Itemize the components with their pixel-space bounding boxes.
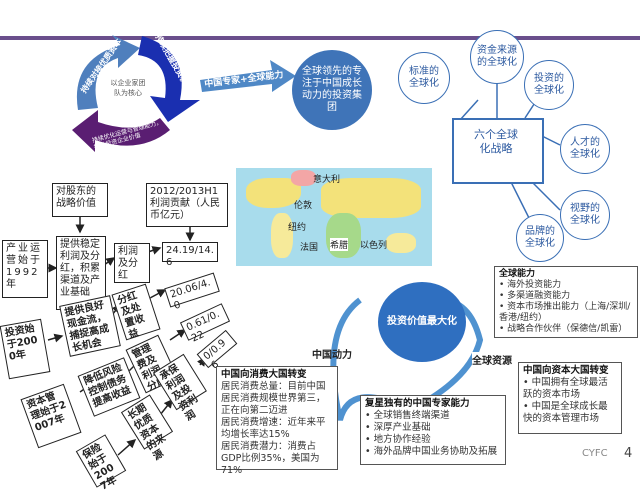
map-label-israel: 以色列: [360, 241, 388, 251]
capital-power-item: • 中国拥有全球最活跃的资本市场: [523, 377, 608, 400]
map-label-newyork: 纽约: [288, 223, 307, 233]
page-number: 4: [624, 446, 633, 461]
consumption-line: 居民消费增速：近年来平均增长率达15%: [221, 417, 326, 440]
profit-div-box: 利润及分红: [114, 243, 150, 283]
expert-item: • 地方协作经验: [365, 434, 431, 445]
cashflow-box: 提供良好现金流，捕捉高成长机会: [59, 295, 121, 357]
glob-vision: 视野的全球化: [560, 190, 610, 240]
industry-box: 产业运营始于1992年: [2, 240, 48, 298]
cycle-arrow-top-right: [138, 36, 200, 122]
value-1: 24.19/14.6: [162, 242, 218, 268]
stable-box: 提供稳定利润及分红，积累渠道及产业基础: [56, 236, 106, 310]
global-ability-item: • 战略合作伙伴（保德信/凯雷）: [499, 324, 628, 334]
expert-item: • 深厚产业基础: [365, 422, 431, 433]
glob-funding: 资金来源的全球化: [470, 30, 524, 84]
capital-power-title: 中国向资本大国转变: [523, 365, 609, 376]
footer-brand: CYFC: [582, 448, 608, 459]
glob-standard: 标准的全球化: [398, 52, 450, 104]
global-resources-label: 全球资源: [472, 352, 512, 367]
capital-power-box: 中国向资本大国转变 • 中国拥有全球最活跃的资本市场 • 中国是全球成长最快的资…: [518, 362, 622, 434]
capital-power-item: • 中国是全球成长最快的资本管理市场: [523, 401, 608, 424]
center-value-circle: 投资价值最大化: [378, 282, 466, 362]
cycle-arrow-top-left: [76, 35, 140, 110]
glob-brand: 品牌的全球化: [516, 214, 564, 262]
core-circle: 全球领先的专注于中国成长动力的投资集团: [292, 50, 372, 130]
cycle-center: 以企业家团队为核心: [110, 79, 146, 97]
expert-item: • 海外品牌中国业务协助及拓展: [365, 446, 498, 457]
consumption-box: 中国向消费大国转变 居民消费总量：目前中国居民消费规模世界第三，正在向第二迈进 …: [216, 366, 338, 476]
map-label-london: 伦敦: [294, 201, 313, 211]
consumption-line: 居民消费总量：目前中国居民消费规模世界第三，正在向第二迈进: [221, 381, 326, 416]
cycle-arrow-bottom: [72, 110, 170, 152]
connector-lines: [47, 35, 561, 456]
expert-title: 复星独有的中国专家能力: [365, 398, 470, 409]
glob-investment: 投资的全球化: [524, 60, 574, 110]
global-ability-item: • 多渠道融资能力: [499, 291, 571, 301]
global-ability-item: • 资本市场推出能力（上海/深圳/香港/纽约）: [499, 302, 631, 323]
globalization-center: 六个全球化战略: [474, 128, 518, 155]
world-map: [236, 168, 432, 266]
expert-box: 复星独有的中国专家能力 • 全球销售终端渠道 • 深厚产业基础 • 地方协作经验…: [360, 395, 506, 465]
strategic-value-box: 对股东的战略价值: [52, 183, 108, 217]
global-ability-title: 全球能力: [499, 269, 536, 279]
map-label-italy: 意大利: [313, 175, 341, 185]
big-right-arrow: [200, 60, 296, 92]
top-rule: [0, 36, 640, 40]
global-ability-box: 全球能力 • 海外投资能力 • 多渠道融资能力 • 资本市场推出能力（上海/深圳…: [494, 266, 638, 338]
china-power-label: 中国动力: [312, 350, 352, 361]
glob-talent: 人才的全球化: [560, 124, 610, 174]
globalization-hub: [452, 118, 544, 184]
consumption-line: 居民消费潜力：消费占GDP比例35%，美国为71%: [221, 441, 320, 476]
map-label-greece: 希腊: [330, 238, 349, 251]
consumption-title: 中国向消费大国转变: [221, 369, 307, 380]
map-label-france: 法国: [300, 243, 319, 253]
expert-item: • 全球销售终端渠道: [365, 410, 450, 421]
global-ability-item: • 海外投资能力: [499, 280, 562, 290]
profit-header-box: 2012/2013H1利润贡献（人民币亿元）: [146, 183, 228, 227]
